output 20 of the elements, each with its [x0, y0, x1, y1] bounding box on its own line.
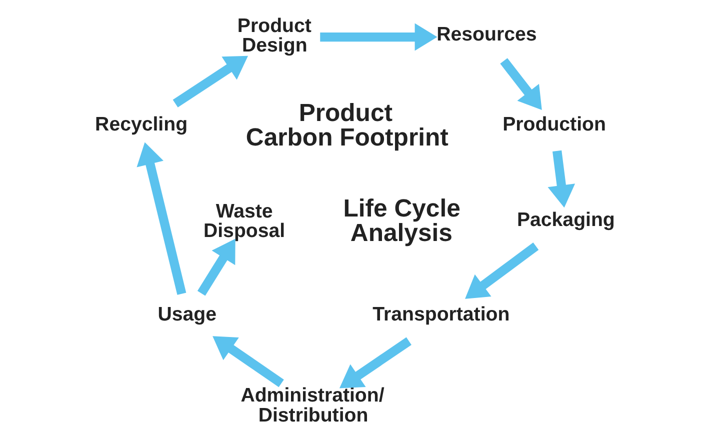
arrow	[136, 142, 186, 295]
arrow	[465, 242, 539, 299]
node-text: Waste Disposal	[203, 200, 286, 242]
label: Product Carbon Footprint	[246, 100, 448, 152]
arrow	[212, 336, 284, 388]
node-text: Production	[502, 113, 606, 136]
arrow	[197, 238, 236, 296]
arrow	[339, 337, 412, 388]
node-text: Administration/ Distribution	[240, 384, 384, 426]
arrow	[172, 56, 248, 108]
node-text: Product Design	[237, 14, 312, 56]
node-text: Recycling	[95, 113, 188, 136]
node-text: Usage	[158, 304, 217, 326]
arrow	[500, 58, 542, 110]
label: Life Cycle Analysis	[343, 195, 460, 248]
arrow	[548, 150, 576, 208]
arrow	[320, 23, 438, 51]
node-text: Transportation	[372, 304, 510, 326]
node-text: Packaging	[516, 208, 615, 231]
node-text: Resources	[436, 23, 537, 46]
